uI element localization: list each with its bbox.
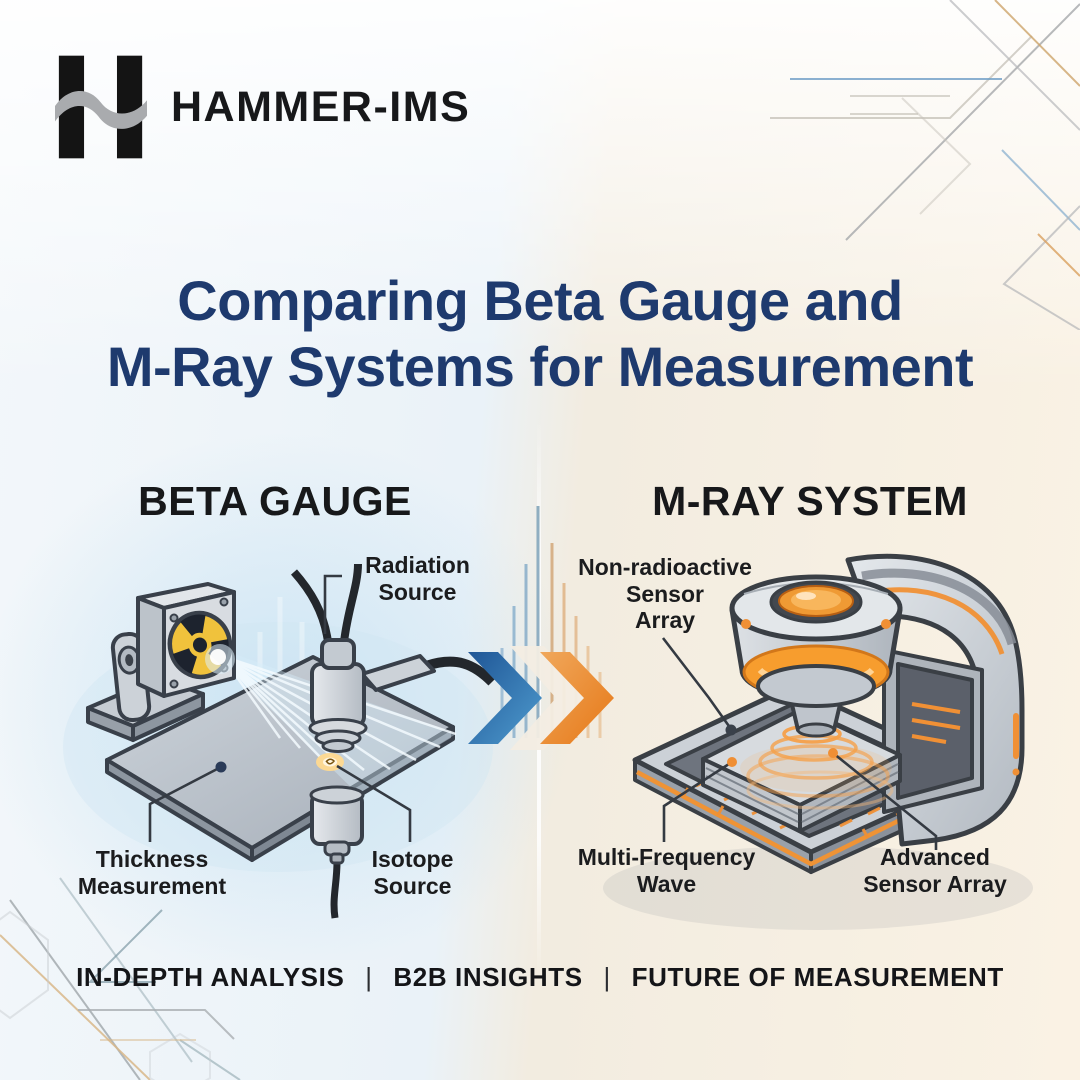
advanced-array-point (828, 748, 838, 758)
radiation-source-device (291, 563, 496, 753)
footer-separator: | (603, 962, 611, 992)
sensor-head (729, 574, 903, 738)
transition-chevrons-icon (468, 506, 614, 750)
thickness-point (215, 761, 227, 773)
footer-item-2: B2B INSIGHTS (393, 962, 583, 992)
label-non-radioactive-sensor-array: Non-radioactive Sensor Array (578, 554, 752, 633)
brand-name: HAMMER-IMS (171, 82, 471, 131)
leader-lines-right (661, 637, 938, 850)
arm-inner-panel (896, 662, 974, 800)
footer-separator: | (365, 962, 373, 992)
logo-h-right-bar (116, 55, 143, 159)
page-title: Comparing Beta Gauge and M-Ray Systems f… (0, 268, 1080, 400)
leader-lines-left (148, 574, 412, 842)
label-multi-frequency-wave: Multi-Frequency Wave (577, 844, 756, 897)
sensor-array-point (725, 724, 737, 736)
footer-tagline: IN-DEPTH ANALYSIS | B2B INSIGHTS | FUTUR… (0, 962, 1080, 993)
label-thickness-measurement: Thickness Measurement (77, 846, 227, 899)
isotope-source-device (309, 785, 365, 919)
chevron-pale (510, 646, 592, 750)
beta-emitter-device (86, 582, 236, 742)
label-isotope-source: Isotope Source (371, 846, 454, 899)
beta-gauge-panel: Radiation Source Thickness Measurement I… (28, 542, 508, 927)
logo-wave (55, 90, 147, 129)
machine-shadow (603, 846, 1033, 930)
brand-header: HAMMER-IMS (55, 52, 470, 162)
c-frame-arm (845, 553, 1025, 847)
hammer-ims-logo-icon (55, 55, 147, 159)
footer-item-1: IN-DEPTH ANALYSIS (76, 962, 345, 992)
label-radiation-source: Radiation Source (365, 552, 470, 605)
footer-item-3: FUTURE OF MEASUREMENT (631, 962, 1004, 992)
label-advanced-sensor-array: Advanced Sensor Array (863, 844, 1007, 897)
title-line-2: M-Ray Systems for Measurement (106, 335, 974, 398)
heading-beta-gauge: BETA GAUGE (138, 478, 412, 524)
radiation-trefoil-icon (167, 610, 235, 680)
heading-mray-system: M-RAY SYSTEM (652, 478, 968, 524)
chevron-orange (540, 652, 614, 744)
title-line-1: Comparing Beta Gauge and (177, 269, 903, 332)
wave-point (727, 757, 737, 767)
mray-system-illustration (603, 553, 1033, 930)
transition-arrow (452, 488, 632, 768)
beta-gauge-illustration (63, 563, 496, 919)
chevron-blue (468, 652, 542, 744)
mray-system-panel: Non-radioactive Sensor Array Multi-Frequ… (568, 538, 1068, 958)
